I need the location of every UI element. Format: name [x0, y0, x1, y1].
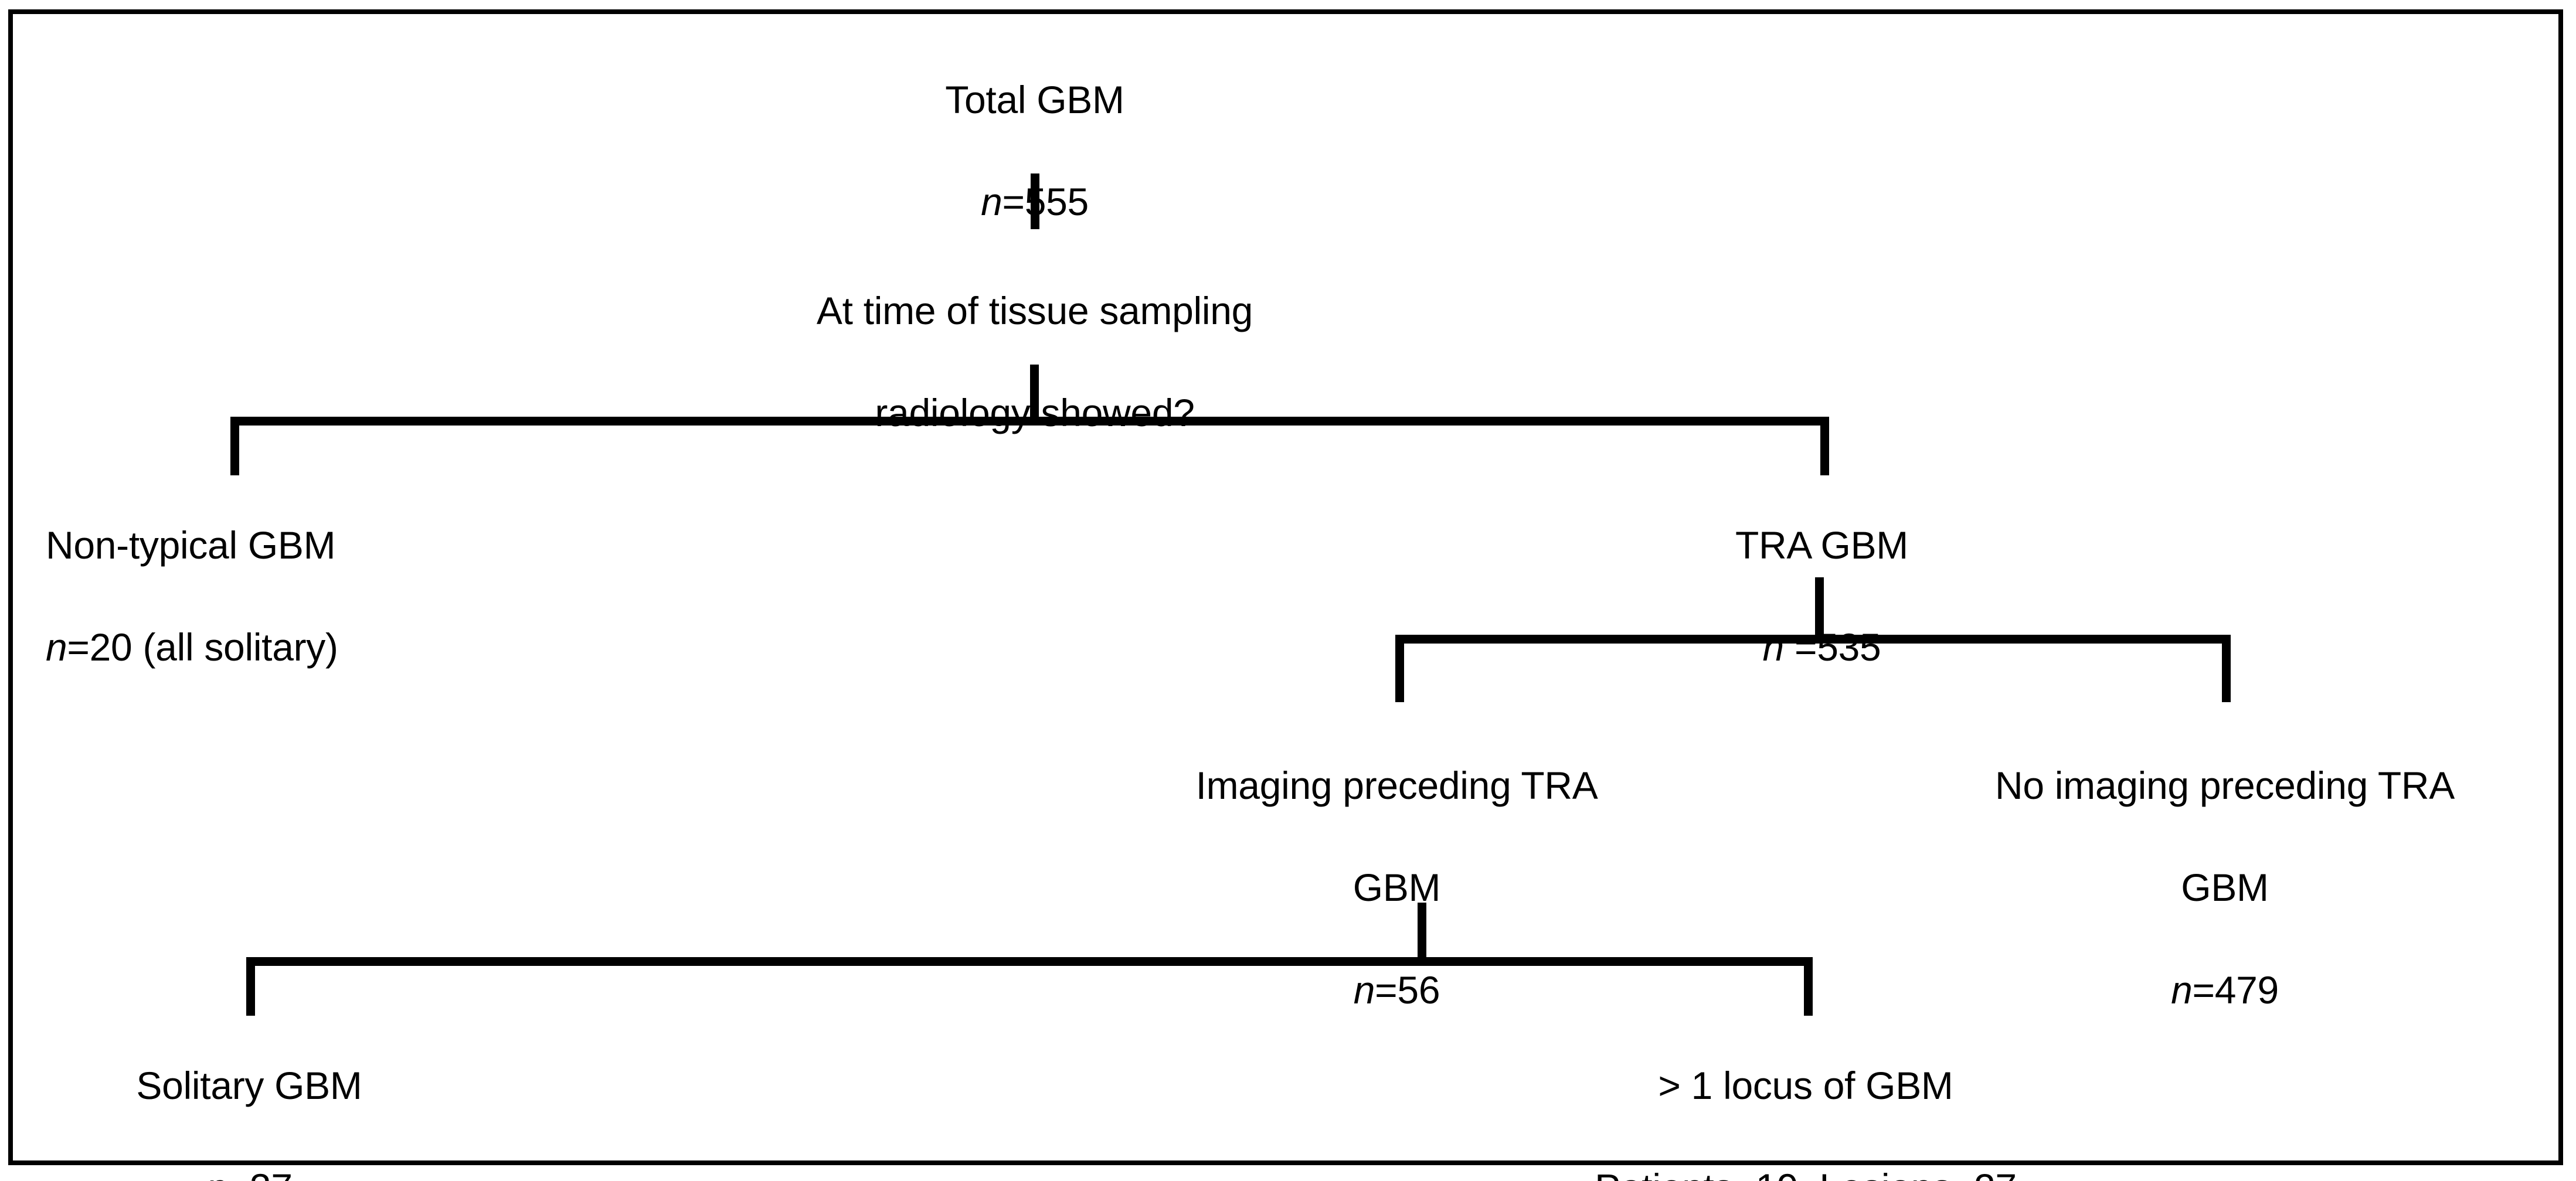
- node-non-typical-gbm-label: Non-typical GBM: [46, 523, 336, 567]
- n-value: =555: [1002, 180, 1089, 224]
- figure-border: [8, 9, 2563, 1165]
- node-imaging-preceding-line1: Imaging preceding TRA: [1195, 764, 1598, 808]
- edge-total-to-question: [1031, 173, 1039, 229]
- edge-split2-to-no-imaging: [2222, 635, 2231, 702]
- node-solitary-gbm-label: Solitary GBM: [136, 1064, 362, 1108]
- n-value: =479: [2192, 968, 2279, 1012]
- node-non-typical-gbm: Non-typical GBM n=20 (all solitary): [46, 469, 632, 724]
- edge-question-to-split1: [1030, 365, 1039, 426]
- n-symbol: n: [1762, 625, 1785, 669]
- n-symbol: n: [206, 1166, 227, 1181]
- n-symbol: n: [46, 625, 67, 669]
- node-no-imaging-preceding-count: n=479: [1905, 965, 2544, 1016]
- node-radiology-question-line1: At time of tissue sampling: [816, 289, 1253, 333]
- node-radiology-question: At time of tissue sampling radiology sho…: [692, 234, 1378, 490]
- node-imaging-preceding-count: n=56: [1088, 965, 1706, 1016]
- node-imaging-preceding-line2: GBM: [1352, 866, 1441, 910]
- n-symbol: n: [981, 180, 1002, 224]
- node-tra-gbm-label: TRA GBM: [1735, 523, 1908, 567]
- split-bar-level2: [1395, 635, 2231, 644]
- edge-split1-to-non-typical: [230, 417, 239, 475]
- n-symbol: n: [1353, 968, 1375, 1012]
- node-solitary-gbm: Solitary GBM n=37: [64, 1009, 434, 1181]
- node-non-typical-gbm-count: n=20 (all solitary): [46, 622, 632, 673]
- node-total-gbm: Total GBM n=555: [789, 23, 1281, 279]
- node-no-imaging-preceding-line2: GBM: [2181, 866, 2269, 910]
- node-total-gbm-count: n=555: [789, 176, 1281, 227]
- node-no-imaging-preceding-line1: No imaging preceding TRA: [1995, 764, 2455, 808]
- node-total-gbm-label: Total GBM: [945, 78, 1124, 122]
- edge-split3-to-solitary: [246, 957, 255, 1016]
- node-solitary-gbm-count: n=37: [64, 1162, 434, 1181]
- n-value: =20 (all solitary): [67, 625, 338, 669]
- node-tra-gbm-count: n =535: [1583, 622, 2061, 673]
- split-bar-level3: [246, 957, 1813, 966]
- edge-tra-to-split2: [1815, 577, 1824, 639]
- n-value: =56: [1375, 968, 1440, 1012]
- edge-split3-to-multifocal: [1804, 957, 1813, 1016]
- node-multifocal-label: > 1 locus of GBM: [1658, 1064, 1953, 1108]
- node-more-than-one-locus-gbm: > 1 locus of GBM Patients=19, Lesions=27: [1501, 1009, 2111, 1181]
- edge-split1-to-tra: [1820, 417, 1829, 475]
- split-bar-level1: [230, 417, 1829, 426]
- n-symbol: n: [2171, 968, 2193, 1012]
- node-no-imaging-preceding-tra-gbm: No imaging preceding TRA GBM n=479: [1905, 709, 2544, 1067]
- node-imaging-preceding-tra-gbm: Imaging preceding TRA GBM n=56: [1088, 709, 1706, 1067]
- n-value: =37: [227, 1166, 293, 1181]
- edge-split2-to-imaging: [1395, 635, 1404, 702]
- n-value: =535: [1783, 625, 1881, 669]
- edge-imaging-to-split3: [1418, 903, 1426, 961]
- node-tra-gbm: TRA GBM n =535: [1583, 469, 2061, 724]
- node-multifocal-count: Patients=19, Lesions=27: [1501, 1162, 2111, 1181]
